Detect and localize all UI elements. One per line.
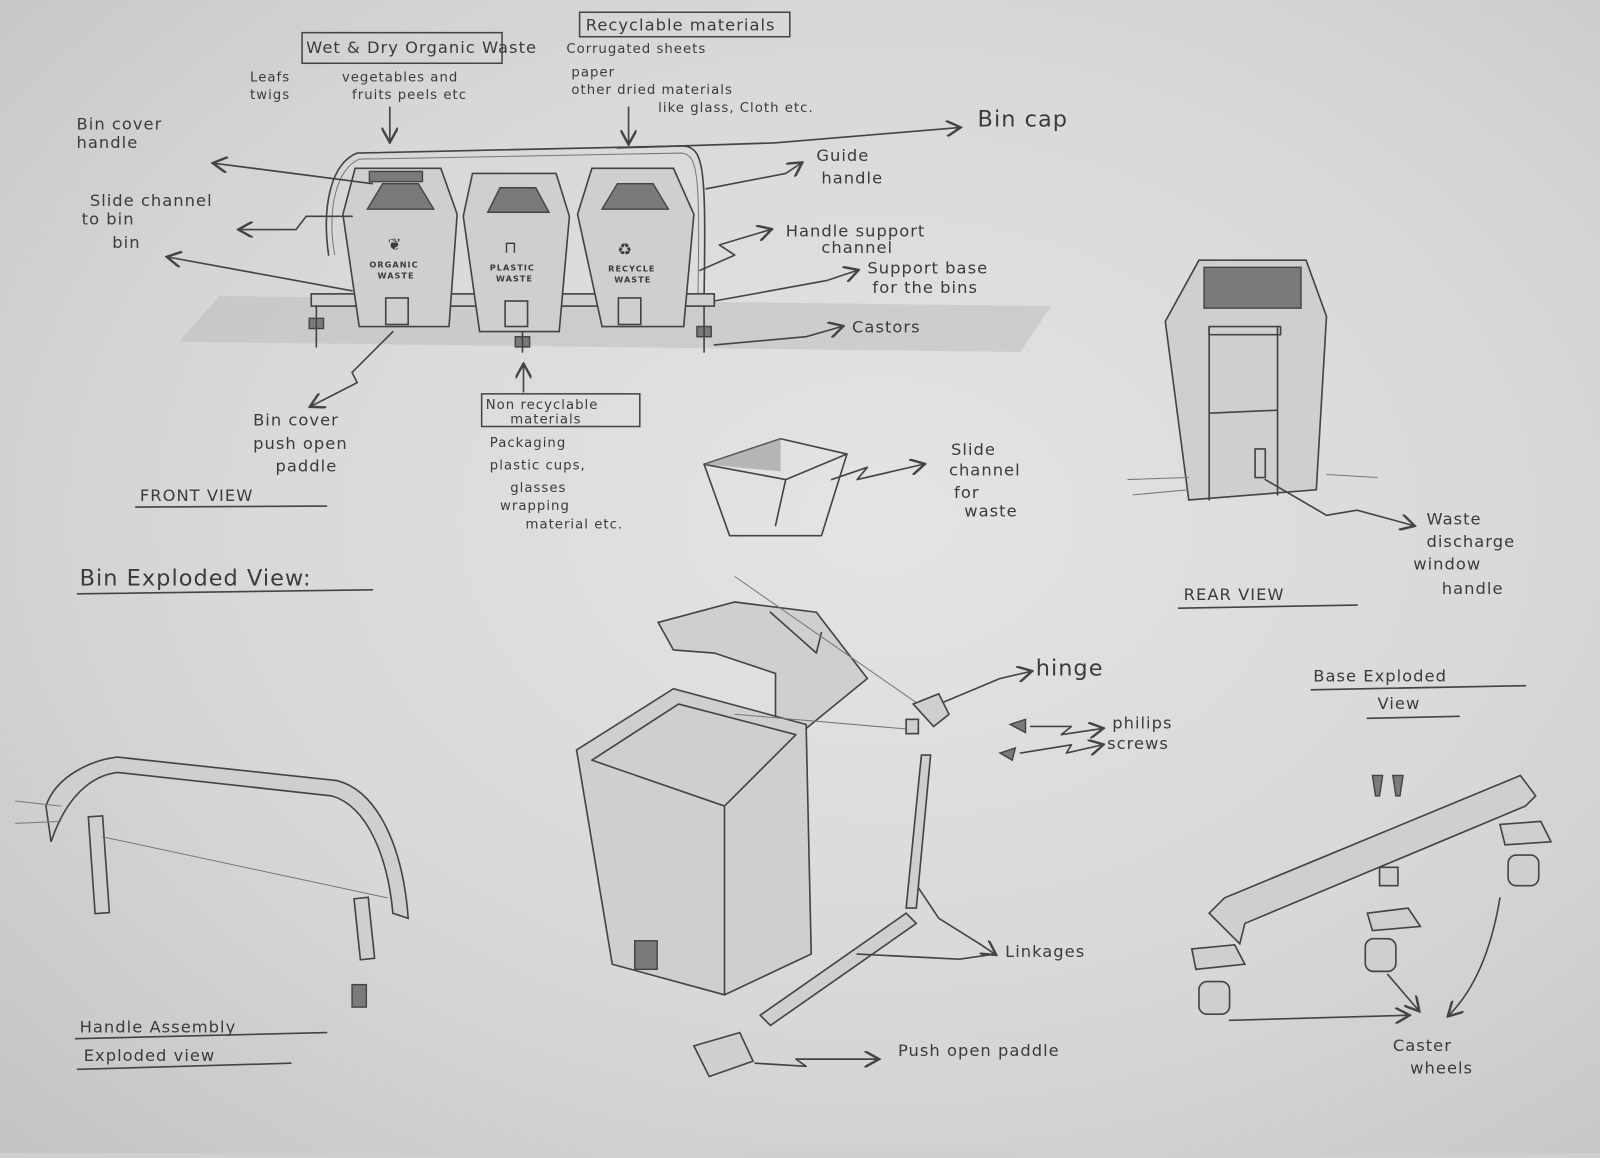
base-exploded-view: Base Exploded View Caster wheels [1190, 667, 1553, 1077]
label-slide-channel-waste: waste [964, 501, 1017, 520]
front-view: ❦ ORGANIC WASTE ⊓ PLASTIC WASTE ♻ RECYCL… [77, 11, 1068, 533]
nonrecyclable-box [480, 393, 641, 428]
handle-assembly-title: Exploded view [84, 1046, 216, 1065]
handle-assembly-title: Handle Assembly [80, 1018, 237, 1037]
nonrecyclable-item: plastic cups, [490, 458, 586, 473]
bin-label: ORGANIC [369, 259, 418, 269]
label-waste-discharge: handle [1442, 579, 1504, 598]
organic-item: fruits peels etc [352, 88, 467, 103]
bin-label: RECYCLE [608, 263, 655, 273]
nonrecyclable-item: Packaging [490, 436, 566, 451]
label-waste-discharge: Waste [1426, 509, 1481, 528]
bin-label: WASTE [378, 271, 415, 281]
recyclable-item: paper [571, 66, 615, 81]
bin-plastic: ⊓ PLASTIC WASTE [462, 172, 571, 333]
label-slide-channel: to bin [82, 209, 135, 228]
label-waste-discharge: discharge [1426, 532, 1515, 551]
slide-channel: Slide channel for waste [703, 437, 1021, 537]
label-guide-handle: handle [821, 169, 883, 188]
nonrecyclable-item: glasses [510, 481, 566, 496]
handle-assembly: Handle Assembly Exploded view [15, 756, 410, 1071]
label-bin-cover-handle: handle [77, 133, 139, 152]
label-castors: Castors [852, 318, 921, 337]
label-caster-wheels: Caster [1393, 1036, 1452, 1055]
recyclable-item: like glass, Cloth etc. [658, 101, 814, 116]
bin-organic: ❦ ORGANIC WASTE [342, 167, 458, 328]
plastic-bag-icon: ⊓ [504, 238, 518, 257]
recycle-icon: ♻ [617, 240, 633, 259]
label-caster-wheels: wheels [1410, 1058, 1473, 1077]
organic-item: vegetables and [342, 71, 458, 86]
base-exploded-title: View [1378, 694, 1421, 713]
rear-view: Waste discharge window handle REAR VIEW [1127, 259, 1515, 609]
bin-exploded-title: Bin Exploded View: [80, 566, 312, 592]
label-bin-cover-handle: Bin cover [77, 115, 163, 134]
rear-view-title: REAR VIEW [1184, 585, 1285, 604]
label-linkages: Linkages [1005, 942, 1085, 961]
base-bar [1208, 774, 1537, 946]
bin-label: WASTE [496, 274, 533, 284]
front-view-title: FRONT VIEW [140, 486, 254, 505]
label-handle-support-channel: channel [821, 238, 893, 257]
label-support-base: for the bins [872, 278, 978, 297]
recyclable-box [578, 11, 791, 38]
organic-box [301, 31, 503, 65]
bin-label: PLASTIC [490, 262, 535, 272]
organic-item: Leafs [250, 71, 290, 86]
label-hinge: hinge [1036, 655, 1104, 681]
label-push-open-paddle: Bin cover [253, 410, 339, 429]
label-handle-support-channel: Handle support [786, 222, 926, 241]
label-bin: bin [112, 233, 140, 252]
philips-screws [998, 718, 1027, 762]
recyclable-box-title: Recyclable materials [586, 16, 776, 35]
label-push-open-paddle: push open [253, 434, 348, 453]
label-philips-screws: screws [1107, 734, 1169, 753]
label-slide-channel: Slide channel [90, 191, 213, 210]
recyclable-item: Corrugated sheets [566, 42, 706, 57]
organic-box-title: Wet & Dry Organic Waste [306, 38, 537, 57]
label-bin-cap: Bin cap [978, 107, 1068, 133]
label-push-paddle: Push open paddle [898, 1041, 1060, 1060]
label-slide-channel-waste: for [954, 483, 980, 502]
organic-item: twigs [250, 88, 290, 103]
leaf-icon: ❦ [388, 235, 403, 254]
bin-exploded-view: Bin Exploded View: hinge philips screws … [76, 566, 1172, 1078]
label-support-base: Support base [867, 258, 988, 277]
hinge [905, 692, 950, 735]
bin-body [575, 687, 813, 996]
label-waste-discharge: window [1413, 554, 1481, 573]
push-paddle [692, 1031, 755, 1078]
base-exploded-title: Base Exploded [1313, 667, 1447, 686]
recyclable-item: other dried materials [571, 83, 732, 98]
label-guide-handle: Guide [816, 146, 869, 165]
label-slide-channel-waste: channel [949, 460, 1021, 479]
bin-recycle: ♻ RECYCLE WASTE [576, 167, 695, 328]
label-philips-screws: philips [1112, 714, 1172, 733]
nonrecyclable-box-title: materials [510, 412, 581, 427]
nonrecyclable-box-title: Non recyclable [486, 398, 599, 413]
linkages [758, 754, 932, 1027]
nonrecyclable-item: wrapping [500, 499, 570, 514]
label-push-open-paddle: paddle [276, 456, 338, 475]
label-slide-channel-waste: Slide [951, 440, 996, 459]
bin-label: WASTE [614, 275, 651, 285]
nonrecyclable-item: material etc. [526, 518, 624, 533]
